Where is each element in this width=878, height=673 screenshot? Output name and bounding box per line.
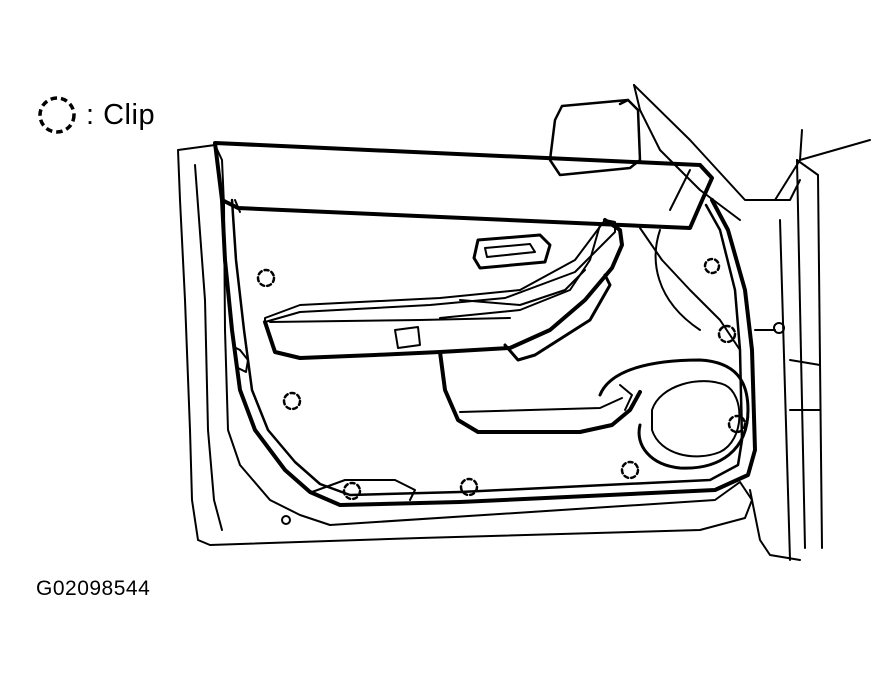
legend-label: : Clip [86, 98, 156, 131]
upper-trim-bar [213, 141, 714, 230]
door-handle [472, 233, 552, 270]
clip-icon [256, 268, 276, 288]
clip-icon [620, 460, 640, 480]
clip-icon [459, 477, 479, 497]
legend: : Clip [36, 94, 155, 136]
armrest [263, 218, 624, 362]
clip-icon [727, 414, 747, 434]
speaker-grille [598, 358, 750, 470]
mirror-mount-knob [773, 322, 785, 334]
side-mirror [548, 98, 642, 177]
clip-icon [342, 481, 362, 501]
clip-icon [703, 257, 721, 275]
body-pillar [633, 84, 871, 561]
dashed-circle-clip-icon [38, 96, 76, 134]
map-pocket [438, 350, 642, 434]
clip-icon [282, 391, 302, 411]
door-outer-frame [177, 144, 753, 546]
figure-id: G02098544 [36, 577, 151, 600]
trim-panel-outline [220, 198, 757, 507]
inner-panel-lines [439, 224, 741, 351]
clip-markers [256, 257, 747, 501]
frame-hole [281, 515, 291, 525]
lower-panel-details [235, 347, 416, 501]
clip-icon [717, 324, 737, 344]
